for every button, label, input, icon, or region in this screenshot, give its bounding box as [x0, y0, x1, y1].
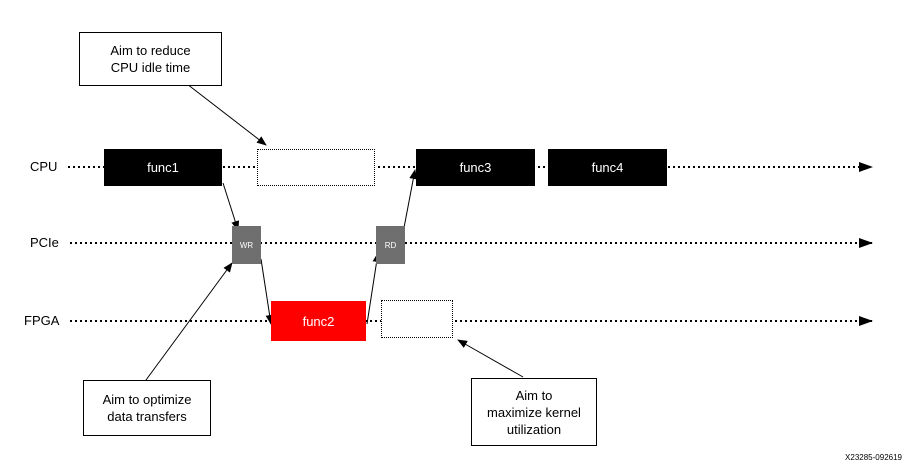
callout-cpu-idle: Aim to reduce CPU idle time — [79, 32, 222, 86]
figure-id: X23285-092619 — [845, 453, 902, 462]
lane-label-pcie: PCIe — [30, 235, 59, 250]
arrow-wr-to-func2 — [260, 258, 274, 325]
rd-block: RD — [376, 226, 405, 264]
fpga-idle-block — [381, 300, 453, 338]
lane-label-fpga: FPGA — [24, 313, 60, 328]
callout-kernel-utilization: Aim to maximize kernel utilization — [471, 378, 597, 446]
func1-block: func1 — [104, 149, 222, 186]
arrow-func1-to-wr — [222, 182, 240, 231]
pointer-kernel-utilization — [457, 339, 524, 378]
func3-block: func3 — [416, 149, 535, 186]
arrow-rd-to-func3 — [402, 169, 418, 234]
func2-block: func2 — [271, 301, 366, 341]
arrow-func2-to-rd — [366, 252, 381, 325]
lane-label-cpu: CPU — [30, 159, 58, 174]
cpu-idle-block — [257, 149, 375, 186]
pointer-data-transfers — [145, 262, 233, 381]
callout-data-transfers: Aim to optimize data transfers — [83, 380, 211, 436]
wr-block: WR — [232, 226, 261, 264]
func4-block: func4 — [548, 149, 667, 186]
pointer-cpu-idle — [186, 83, 267, 146]
